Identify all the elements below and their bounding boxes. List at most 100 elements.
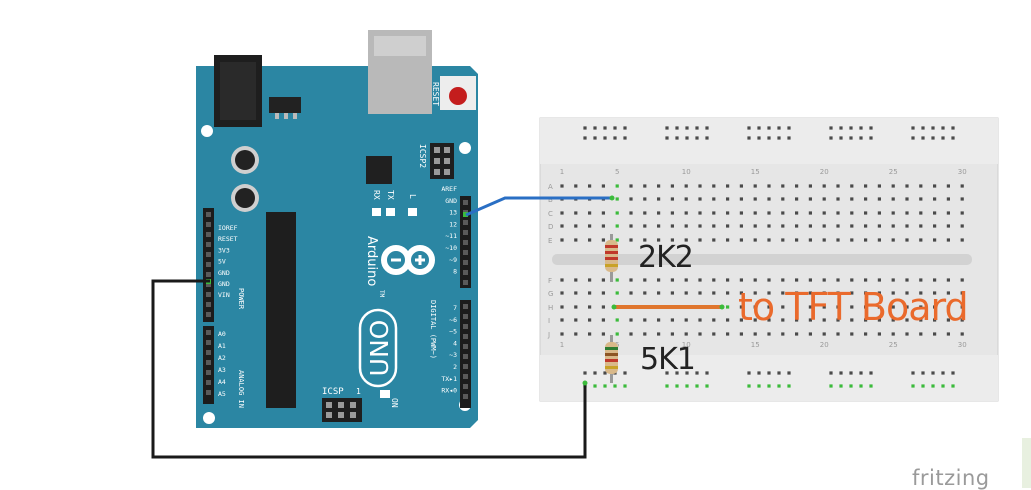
- on-label: ON: [390, 398, 399, 408]
- breadboard-hole: [643, 278, 647, 282]
- breadboard-hole: [933, 211, 937, 215]
- row-letter: I: [548, 317, 550, 325]
- column-number: 30: [958, 341, 967, 349]
- breadboard-hole: [593, 136, 597, 140]
- breadboard-hole: [891, 238, 895, 242]
- breadboard-hole: [560, 238, 564, 242]
- resistor-2k2: [605, 234, 618, 282]
- icsp-header: [322, 398, 362, 422]
- analog-in-label: ANALOG IN: [237, 370, 245, 408]
- breadboard-hole: [643, 224, 647, 228]
- breadboard-hole: [891, 197, 895, 201]
- arduino-infinity-logo: [381, 245, 435, 275]
- breadboard-hole: [877, 184, 881, 188]
- row-letter: J: [547, 331, 550, 339]
- breadboard-hole: [574, 278, 578, 282]
- breadboard-hole: [905, 291, 909, 295]
- breadboard-hole: [695, 371, 699, 375]
- breadboard-hole: [905, 184, 909, 188]
- breadboard-hole: [839, 384, 843, 388]
- breadboard-hole: [665, 384, 669, 388]
- breadboard-hole: [877, 224, 881, 228]
- breadboard-hole: [836, 224, 840, 228]
- brand-label: Arduino: [364, 236, 379, 286]
- breadboard-hole: [808, 318, 812, 322]
- pin-label: A2: [218, 354, 226, 362]
- row-letter: F: [548, 277, 552, 285]
- breadboard-hole: [685, 136, 689, 140]
- breadboard-hole: [705, 371, 709, 375]
- pin-label: ~6: [449, 316, 457, 324]
- breadboard-hole: [869, 136, 873, 140]
- breadboard-hole: [808, 278, 812, 282]
- pin-label: RESET: [218, 235, 238, 243]
- header-pin: [206, 232, 211, 237]
- breadboard-hole: [615, 278, 619, 282]
- breadboard-hole: [931, 371, 935, 375]
- breadboard-hole: [859, 371, 863, 375]
- row-letter: B: [548, 196, 553, 204]
- breadboard-hole: [560, 211, 564, 215]
- breadboard-hole: [781, 211, 785, 215]
- breadboard-hole: [911, 126, 915, 130]
- breadboard-hole: [615, 291, 619, 295]
- breadboard-hole: [665, 371, 669, 375]
- blue-signal-wire: [465, 196, 612, 217]
- breadboard-hole: [919, 278, 923, 282]
- breadboard-hole: [712, 291, 716, 295]
- breadboard-hole: [574, 318, 578, 322]
- breadboard-hole: [629, 224, 633, 228]
- header-pin: [206, 252, 211, 257]
- breadboard-hole: [670, 278, 674, 282]
- breadboard-hole: [698, 278, 702, 282]
- breadboard-hole: [864, 238, 868, 242]
- breadboard-hole: [588, 238, 592, 242]
- icsp2-header: [430, 143, 454, 179]
- breadboard-hole: [560, 224, 564, 228]
- breadboard-hole: [767, 211, 771, 215]
- breadboard-hole: [960, 197, 964, 201]
- breadboard-hole: [665, 126, 669, 130]
- breadboard-hole: [712, 318, 716, 322]
- breadboard-hole: [657, 224, 661, 228]
- breadboard-hole: [951, 384, 955, 388]
- breadboard-hole: [933, 278, 937, 282]
- breadboard-hole: [919, 318, 923, 322]
- breadboard-hole: [574, 332, 578, 336]
- breadboard-hole: [560, 184, 564, 188]
- header-pin: [206, 370, 211, 375]
- header-pin: [463, 314, 468, 319]
- breadboard-hole: [933, 318, 937, 322]
- header-pin: [206, 222, 211, 227]
- breadboard-hole: [808, 211, 812, 215]
- header-pin: [206, 282, 211, 287]
- resistor-5k1-label: 5K1: [640, 342, 696, 377]
- breadboard-hole: [574, 184, 578, 188]
- breadboard-hole: [960, 291, 964, 295]
- breadboard-hole: [643, 291, 647, 295]
- side-strip: [1022, 438, 1031, 488]
- breadboard-hole: [787, 136, 791, 140]
- pin-label: ~11: [445, 232, 457, 240]
- breadboard-hole: [601, 211, 605, 215]
- breadboard-hole: [836, 238, 840, 242]
- breadboard-hole: [601, 278, 605, 282]
- header-pin: [206, 360, 211, 365]
- breadboard-hole: [698, 211, 702, 215]
- breadboard-hole: [685, 371, 689, 375]
- breadboard-hole: [753, 184, 757, 188]
- breadboard-hole: [767, 305, 771, 309]
- breadboard-hole: [712, 197, 716, 201]
- breadboard-hole: [623, 371, 627, 375]
- pin-label: A0: [218, 330, 226, 338]
- pin-label: IOREF: [218, 224, 238, 232]
- header-pin: [463, 384, 468, 389]
- column-number: 10: [682, 341, 691, 349]
- breadboard-hole: [670, 318, 674, 322]
- breadboard-hole: [657, 318, 661, 322]
- column-number: 25: [889, 168, 898, 176]
- breadboard-hole: [670, 197, 674, 201]
- breadboard-hole: [747, 384, 751, 388]
- breadboard-hole: [705, 136, 709, 140]
